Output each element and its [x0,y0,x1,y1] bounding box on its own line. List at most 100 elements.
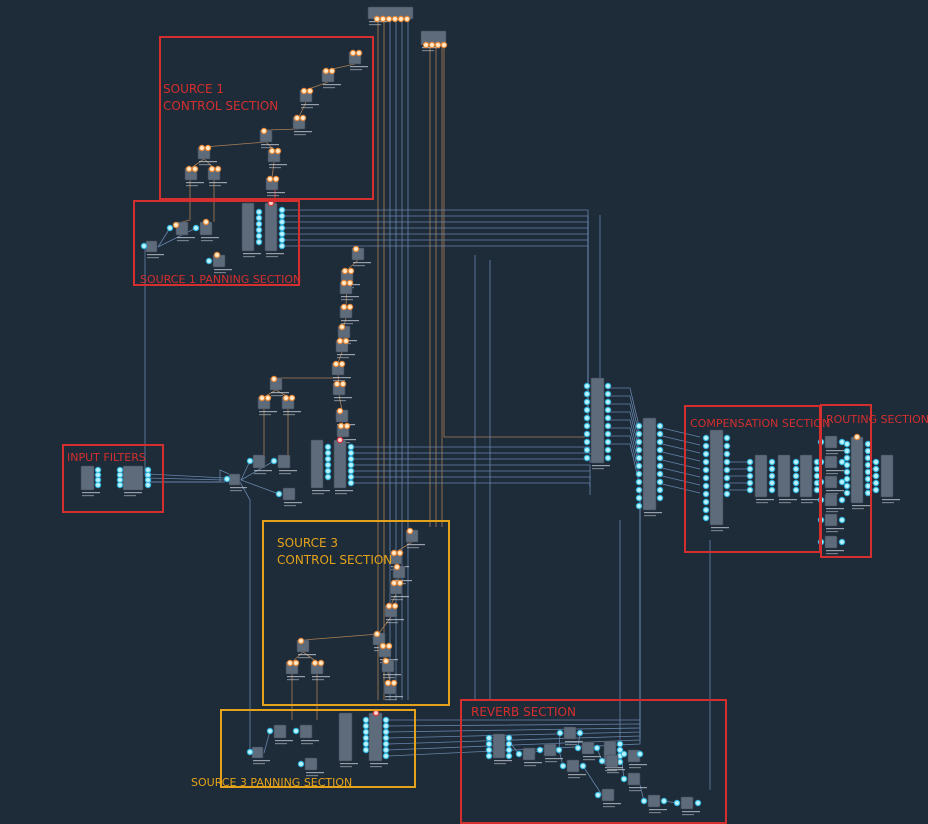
audio-port[interactable] [768,465,776,473]
reverb-node-10[interactable] [594,788,621,808]
audio-port[interactable] [702,434,710,442]
control-port[interactable] [382,657,390,665]
audio-port[interactable] [723,458,731,466]
mixer-a[interactable] [583,377,612,470]
control-port[interactable] [297,637,305,645]
audio-port[interactable] [297,760,305,768]
audio-port[interactable] [843,489,851,497]
control-port[interactable] [268,147,276,155]
audio-port[interactable] [362,722,370,730]
control-port[interactable] [434,41,442,49]
reverb-node-2[interactable] [536,743,563,763]
input-filter-2[interactable] [116,465,152,497]
audio-port[interactable] [598,757,606,765]
source2-pan-input[interactable] [223,473,247,492]
audio-port[interactable] [635,462,643,470]
audio-port[interactable] [278,218,286,226]
input-filter-1[interactable] [80,465,102,497]
output-node[interactable] [872,454,900,504]
reverb-node-11[interactable] [640,794,668,814]
audio-port[interactable] [270,457,278,465]
audio-port[interactable] [583,406,591,414]
control-port[interactable] [343,422,351,430]
source1-ctrl-node-7[interactable] [197,144,217,166]
compensation-eq-1[interactable] [746,454,776,504]
audio-port[interactable] [583,422,591,430]
control-port[interactable] [342,337,350,345]
control-port[interactable] [198,144,206,152]
source-input-node[interactable] [367,6,414,26]
audio-port[interactable] [702,474,710,482]
audio-port[interactable] [616,746,624,754]
control-port[interactable] [373,15,381,23]
audio-port[interactable] [556,729,564,737]
audio-port[interactable] [362,734,370,742]
audio-port[interactable] [382,728,390,736]
audio-port[interactable] [594,791,602,799]
audio-port[interactable] [604,430,612,438]
control-port[interactable] [336,407,344,415]
audio-port[interactable] [640,797,648,805]
source1-ctrl-node-8[interactable] [184,165,204,187]
source3-ctrl-node-5[interactable] [384,602,404,624]
audio-port[interactable] [620,775,628,783]
audio-port[interactable] [362,728,370,736]
audio-port[interactable] [723,442,731,450]
audio-port[interactable] [362,746,370,754]
source1-ctrl-node-2[interactable] [321,67,341,89]
audio-port[interactable] [583,438,591,446]
control-port[interactable] [282,394,290,402]
audio-port[interactable] [205,257,213,265]
control-port[interactable] [347,267,355,275]
reverb-output[interactable] [673,796,702,816]
audio-port[interactable] [505,734,513,742]
control-port[interactable] [332,360,340,368]
global-control-node[interactable] [420,30,448,52]
audio-port[interactable] [702,442,710,450]
control-port[interactable] [258,394,266,402]
audio-port[interactable] [723,482,731,490]
audio-port[interactable] [843,482,851,490]
audio-port[interactable] [746,486,754,494]
audio-port[interactable] [604,454,612,462]
control-port[interactable] [379,15,387,23]
control-port[interactable] [264,394,272,402]
audio-port[interactable] [223,475,231,483]
audio-port[interactable] [792,465,800,473]
audio-port[interactable] [843,454,851,462]
audio-port[interactable] [702,514,710,522]
reverb-node-4[interactable] [574,741,601,761]
source1-pan-input[interactable] [140,240,164,259]
reverb-node-7[interactable] [620,749,647,769]
audio-port[interactable] [723,434,731,442]
audio-port[interactable] [382,746,390,754]
control-port[interactable] [322,67,330,75]
audio-port[interactable] [702,490,710,498]
audio-port[interactable] [278,242,286,250]
audio-port[interactable] [593,744,601,752]
control-port[interactable] [336,337,344,345]
audio-port[interactable] [485,746,493,754]
audio-port[interactable] [635,494,643,502]
audio-port[interactable] [347,461,355,469]
audio-port[interactable] [574,744,582,752]
control-port[interactable] [406,527,414,535]
audio-port[interactable] [768,486,776,494]
audio-port[interactable] [347,479,355,487]
source3-ctrl-node-1[interactable] [405,527,425,549]
audio-port[interactable] [604,382,612,390]
control-port[interactable] [328,67,336,75]
audio-port[interactable] [336,436,344,444]
audio-port[interactable] [620,750,628,758]
control-port[interactable] [292,659,300,667]
audio-port[interactable] [636,750,644,758]
audio-port[interactable] [792,479,800,487]
control-port[interactable] [391,602,399,610]
audio-port[interactable] [635,502,643,510]
source2-ctrl-node-12[interactable] [281,394,301,416]
routing-bus[interactable] [843,433,872,510]
audio-port[interactable] [746,472,754,480]
control-port[interactable] [288,394,296,402]
control-port[interactable] [299,114,307,122]
control-port[interactable] [422,41,430,49]
